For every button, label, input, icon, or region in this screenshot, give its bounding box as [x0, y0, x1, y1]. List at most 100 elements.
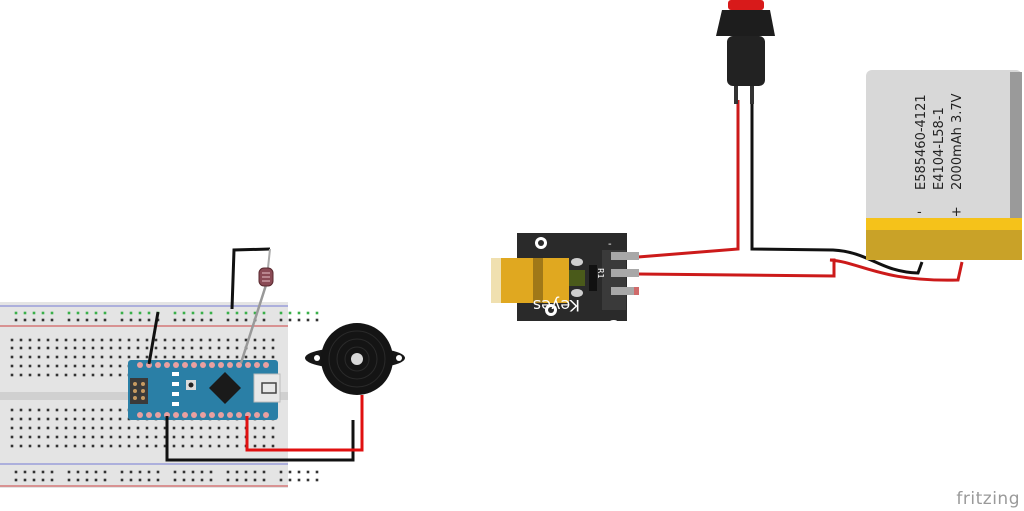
breadboard-hole	[41, 311, 45, 315]
breadboard-hole	[235, 426, 239, 430]
buzzer[interactable]	[305, 323, 405, 395]
arduino-pin[interactable]	[146, 412, 152, 418]
breadboard-hole	[85, 470, 89, 474]
breadboard-hole	[145, 338, 149, 342]
breadboard-hole	[253, 426, 257, 430]
breadboard-hole	[50, 311, 54, 315]
breadboard-hole	[46, 364, 50, 368]
breadboard-hole	[172, 426, 176, 430]
breadboard-hole	[209, 318, 213, 322]
breadboard-hole	[208, 338, 212, 342]
breadboard-hole	[262, 478, 266, 482]
arduino-pin[interactable]	[155, 412, 161, 418]
wire-black-ldr[interactable]	[230, 247, 271, 310]
arduino-pin[interactable]	[209, 412, 215, 418]
breadboard-hole	[235, 435, 239, 439]
wire-black-buzzer[interactable]	[165, 416, 355, 462]
arduino-pin[interactable]	[173, 412, 179, 418]
breadboard-hole	[262, 311, 266, 315]
breadboard-hole	[209, 311, 213, 315]
breadboard-hole	[100, 338, 104, 342]
laser-module[interactable]: - R1 Keyes S	[491, 233, 639, 334]
breadboard-hole	[91, 364, 95, 368]
breadboard-hole	[23, 318, 27, 322]
breadboard-hole	[145, 426, 149, 430]
breadboard-hole	[19, 373, 23, 377]
arduino-pin[interactable]	[191, 412, 197, 418]
laser-pin-minus[interactable]	[611, 252, 639, 260]
arduino-pin[interactable]	[227, 362, 233, 368]
breadboard-hole	[297, 470, 301, 474]
breadboard-hole	[217, 346, 221, 350]
breadboard-hole	[156, 470, 160, 474]
arduino-pin[interactable]	[173, 362, 179, 368]
battery-line3: 2000mAh 3.7V	[950, 93, 965, 190]
arduino-pin[interactable]	[245, 362, 251, 368]
arduino-pin[interactable]	[218, 412, 224, 418]
breadboard-hole	[191, 470, 195, 474]
breadboard-hole	[199, 444, 203, 448]
breadboard-hole	[120, 318, 124, 322]
breadboard-hole	[138, 470, 142, 474]
breadboard-hole	[46, 426, 50, 430]
arduino-pin[interactable]	[182, 412, 188, 418]
arduino-pin[interactable]	[182, 362, 188, 368]
wire-black-gnd[interactable]	[147, 311, 160, 365]
breadboard-hole	[37, 408, 41, 412]
breadboard-hole	[46, 346, 50, 350]
ldr-lead-top	[267, 248, 271, 269]
arduino-pin[interactable]	[137, 412, 143, 418]
arduino-pin[interactable]	[218, 362, 224, 368]
breadboard-hole	[55, 426, 59, 430]
breadboard-hole	[46, 355, 50, 359]
arduino-pin[interactable]	[254, 362, 260, 368]
breadboard-hole	[253, 470, 257, 474]
arduino-pin[interactable]	[236, 362, 242, 368]
breadboard-hole	[262, 318, 266, 322]
arduino-pin[interactable]	[263, 412, 269, 418]
wire-red-battery[interactable]	[637, 258, 964, 282]
arduino-pin[interactable]	[155, 362, 161, 368]
breadboard-hole	[145, 355, 149, 359]
breadboard-hole	[208, 346, 212, 350]
breadboard-hole	[10, 364, 14, 368]
arduino-pin[interactable]	[200, 362, 206, 368]
arduino-pin[interactable]	[164, 362, 170, 368]
breadboard-hole	[10, 426, 14, 430]
arduino-pin[interactable]	[236, 412, 242, 418]
breadboard-hole	[37, 373, 41, 377]
breadboard-hole	[244, 355, 248, 359]
battery[interactable]: E585460-4121 E4104-L58-1 2000mAh 3.7V - …	[866, 70, 1022, 260]
breadboard-hole	[64, 355, 68, 359]
breadboard-hole	[73, 346, 77, 350]
breadboard-hole	[82, 373, 86, 377]
breadboard-hole	[73, 373, 77, 377]
arduino-pin[interactable]	[254, 412, 260, 418]
arduino-pin[interactable]	[200, 412, 206, 418]
pushbutton[interactable]	[716, 0, 775, 104]
arduino-pin[interactable]	[263, 362, 269, 368]
breadboard-hole	[46, 417, 50, 421]
arduino-pin[interactable]	[227, 412, 233, 418]
arduino-pin[interactable]	[209, 362, 215, 368]
laser-pin-vcc[interactable]	[611, 269, 639, 277]
breadboard-hole	[118, 355, 122, 359]
breadboard-hole	[76, 311, 80, 315]
photoresistor[interactable]	[258, 267, 274, 287]
breadboard-hole	[82, 364, 86, 368]
breadboard-hole	[10, 346, 14, 350]
wire-black-battery[interactable]	[750, 100, 924, 275]
wire-red-button[interactable]	[637, 100, 740, 259]
arduino-pin[interactable]	[191, 362, 197, 368]
wire-red-buzzer[interactable]	[245, 395, 364, 452]
breadboard-hole	[235, 470, 239, 474]
arduino-nano[interactable]	[128, 360, 281, 420]
laser-brand-label: Keyes	[533, 296, 580, 315]
breadboard-hole	[138, 478, 142, 482]
breadboard-hole	[127, 426, 131, 430]
breadboard-hole	[85, 318, 89, 322]
breadboard-hole	[73, 435, 77, 439]
laser-pin-s[interactable]	[611, 287, 639, 295]
breadboard-hole	[73, 408, 77, 412]
arduino-pin[interactable]	[137, 362, 143, 368]
